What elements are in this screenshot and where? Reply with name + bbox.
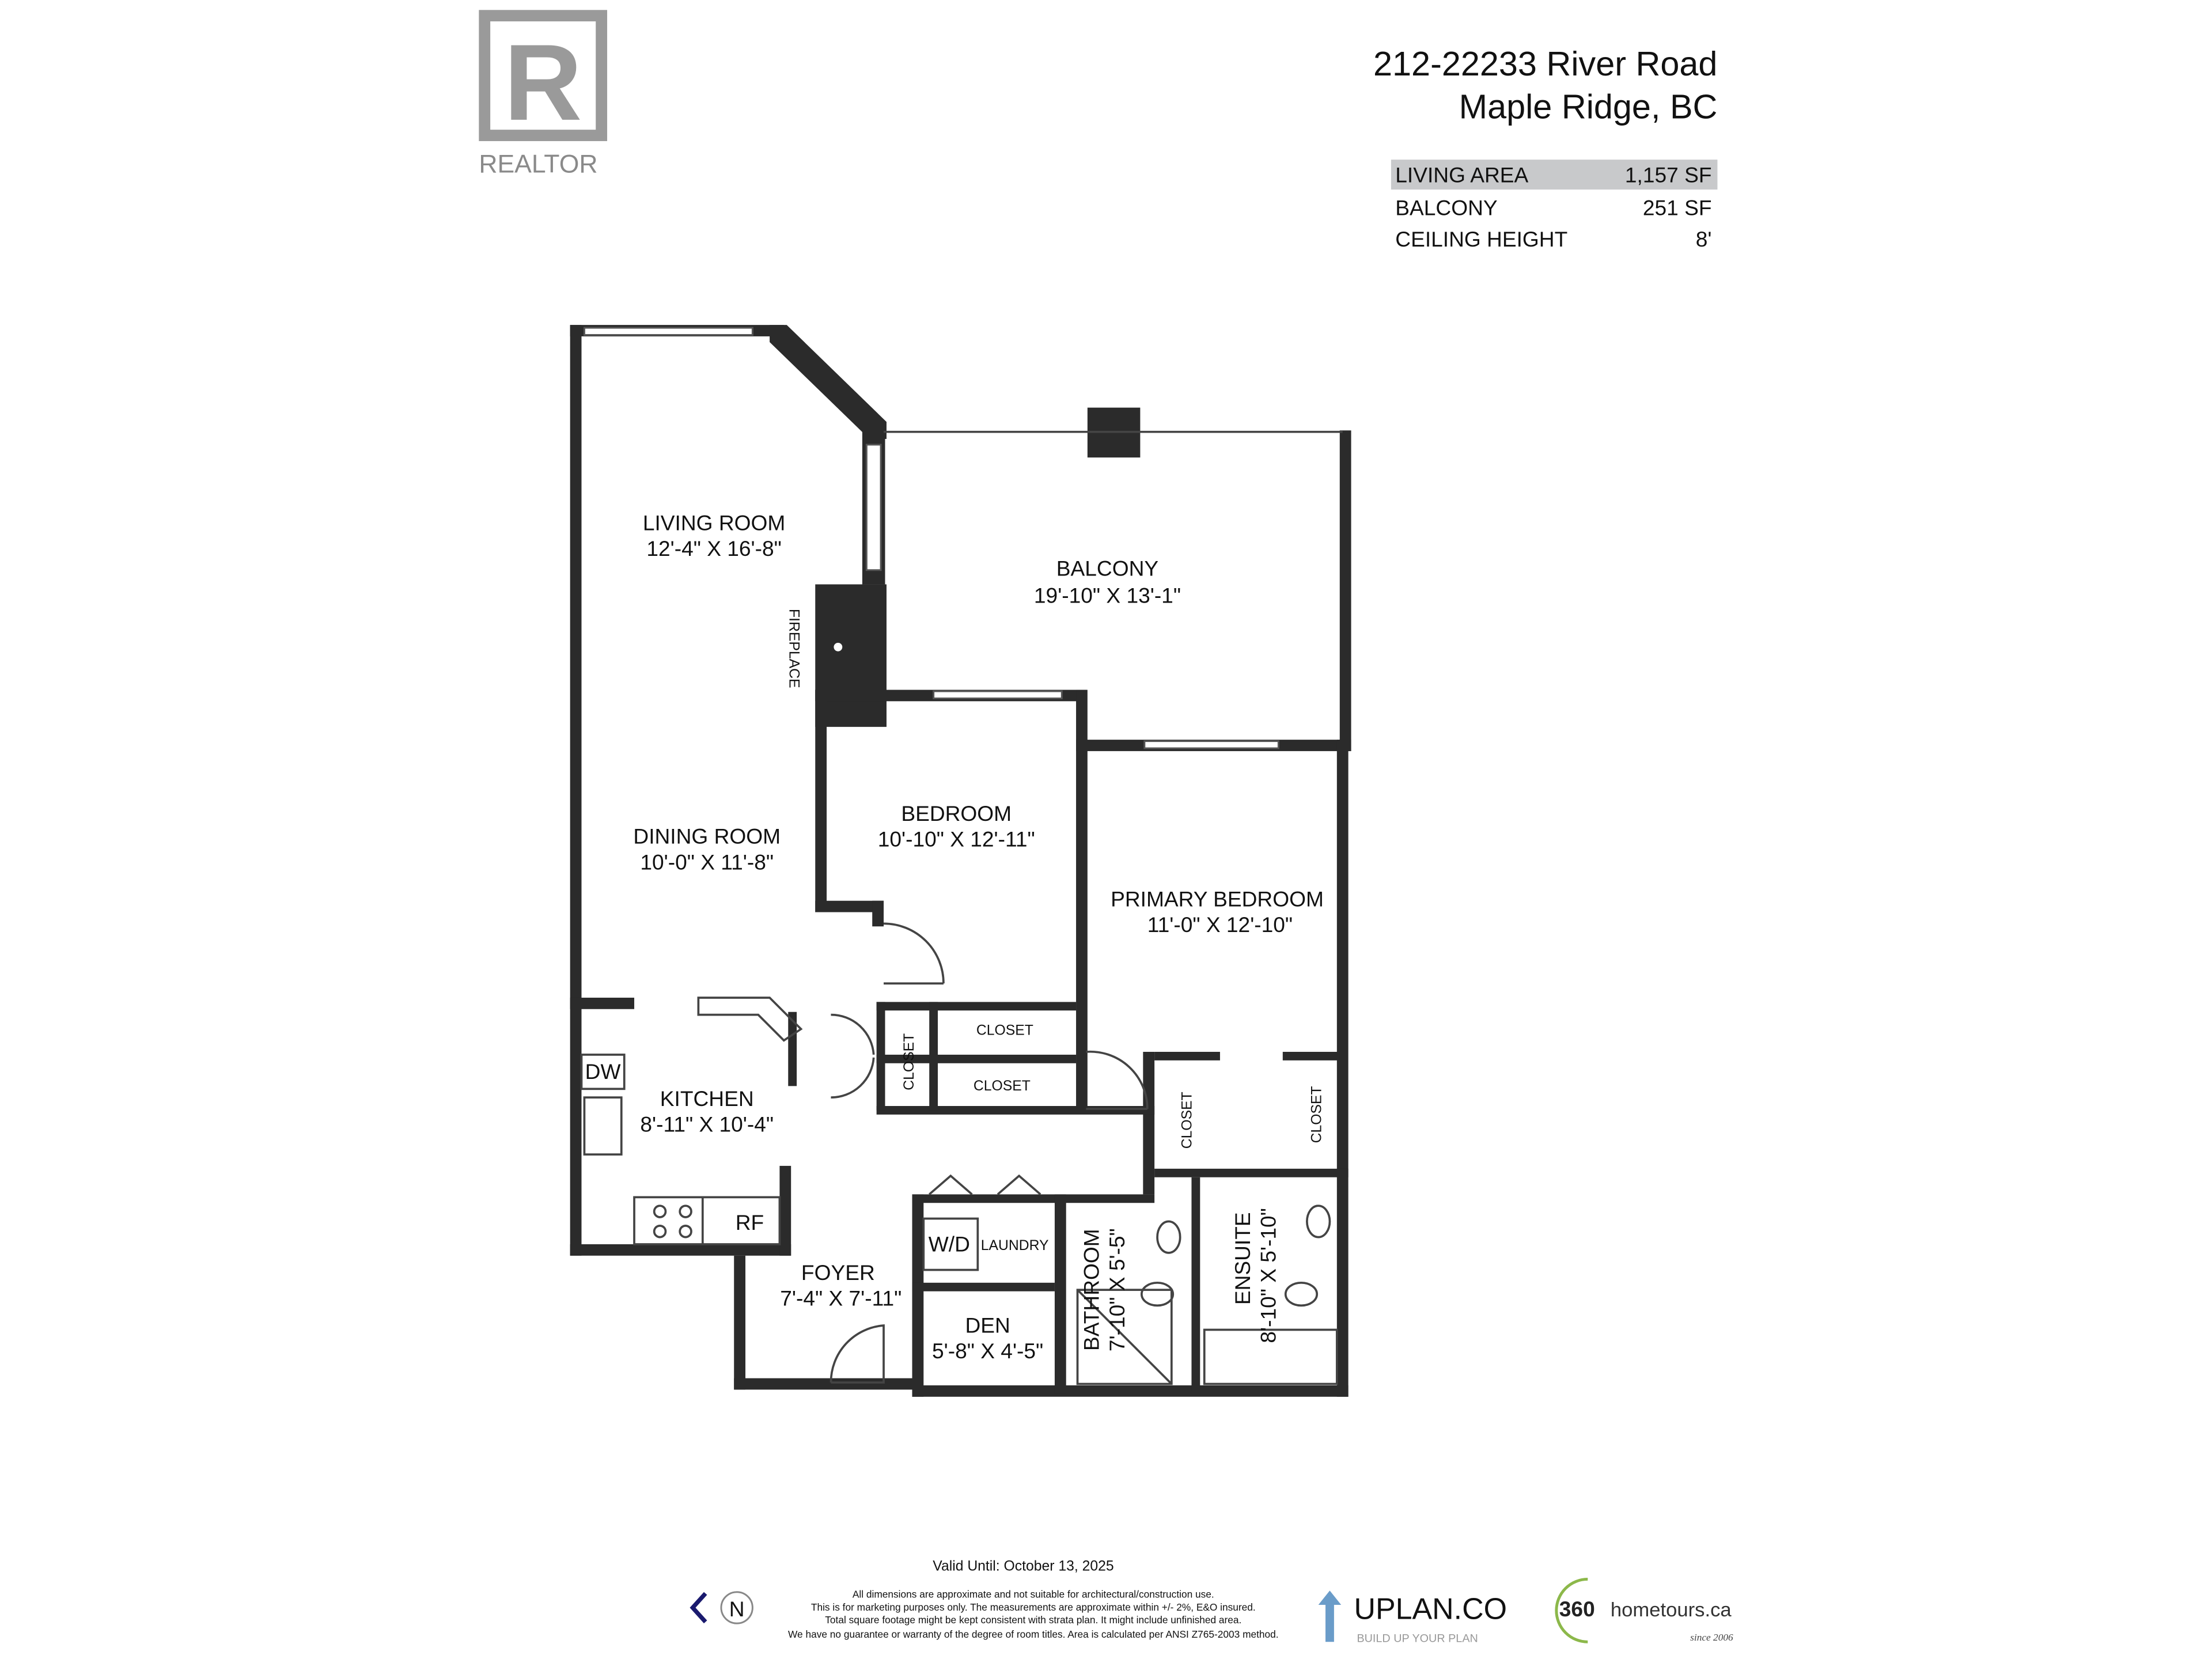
fireplace-icon bbox=[834, 642, 843, 652]
room-dims-balcony: 19'-10" X 13'-1" bbox=[1034, 584, 1181, 608]
realtor-logo-text: REALTOR bbox=[479, 150, 597, 178]
disclaimer-line: Total square footage might be kept consi… bbox=[825, 1614, 1241, 1626]
room-dims-living: 12'-4" X 16'-8" bbox=[646, 536, 781, 560]
room-dims-dining: 10'-0" X 11'-8" bbox=[640, 850, 774, 874]
laundry-label: LAUNDRY bbox=[981, 1238, 1049, 1253]
valid-until: Valid Until: October 13, 2025 bbox=[933, 1559, 1113, 1574]
room-dims-bathroom: 7'-10" X 5'-5" bbox=[1105, 1228, 1129, 1351]
address-line-2: Maple Ridge, BC bbox=[1459, 87, 1718, 126]
room-name-dining: DINING ROOM bbox=[633, 824, 781, 849]
room-dims-bedroom: 10'-10" X 12'-11" bbox=[878, 827, 1035, 851]
room-name-living: LIVING ROOM bbox=[643, 510, 785, 535]
uplan-name: UPLAN.CO bbox=[1354, 1593, 1508, 1626]
uplan-logo: UPLAN.CO BUILD UP YOUR PLAN bbox=[1318, 1590, 1508, 1645]
stat-value: 251 SF bbox=[1643, 196, 1712, 220]
washer-dryer-label: W/D bbox=[929, 1232, 970, 1256]
room-dims-kitchen: 8'-11" X 10'-4" bbox=[640, 1112, 774, 1137]
room-dims-foyer: 7'-4" X 7'-11" bbox=[780, 1286, 902, 1310]
living-area-highlight bbox=[1391, 160, 1718, 190]
closet-label: CLOSET bbox=[902, 1033, 917, 1090]
room-name-balcony: BALCONY bbox=[1056, 556, 1158, 581]
stat-label: BALCONY bbox=[1395, 196, 1497, 220]
stat-label: CEILING HEIGHT bbox=[1395, 227, 1567, 251]
closet-label: CLOSET bbox=[1309, 1086, 1325, 1143]
room-name-bedroom: BEDROOM bbox=[901, 801, 1012, 825]
stats-table: LIVING AREA 1,157 SF BALCONY 251 SF CEIL… bbox=[1395, 163, 1711, 251]
fridge-label: RF bbox=[736, 1210, 764, 1234]
stat-label: LIVING AREA bbox=[1395, 163, 1528, 187]
closet-label: CLOSET bbox=[974, 1078, 1031, 1094]
hometours-name: hometours.ca bbox=[1611, 1599, 1732, 1621]
compass-north: N bbox=[729, 1597, 745, 1621]
windows bbox=[583, 327, 1343, 749]
fireplace-label: FIREPLACE bbox=[786, 609, 802, 688]
kitchen-fixtures bbox=[580, 997, 1338, 1385]
hometours-number: 360 bbox=[1559, 1597, 1595, 1621]
compass-icon bbox=[720, 1591, 753, 1624]
dishwasher-label: DW bbox=[585, 1059, 621, 1084]
room-name-den: DEN bbox=[965, 1313, 1010, 1337]
realtor-logo: R REALTOR bbox=[479, 10, 608, 178]
disclaimer-line: This is for marketing purposes only. The… bbox=[811, 1601, 1256, 1613]
uplan-tagline: BUILD UP YOUR PLAN bbox=[1357, 1632, 1478, 1645]
doors[interactable] bbox=[830, 922, 1149, 1384]
room-dims-ensuite: 8'-10" X 5'-10" bbox=[1256, 1208, 1280, 1343]
room-name-ensuite: ENSUITE bbox=[1230, 1212, 1255, 1305]
stat-value: 8' bbox=[1696, 227, 1712, 251]
room-name-kitchen: KITCHEN bbox=[660, 1086, 754, 1111]
closet-label: CLOSET bbox=[976, 1022, 1033, 1038]
disclaimer-line: We have no guarantee or warranty of the … bbox=[788, 1628, 1279, 1640]
closet-label: CLOSET bbox=[1179, 1092, 1195, 1149]
hometours-logo: 360 hometours.ca since 2006 bbox=[1555, 1577, 1733, 1643]
room-name-primary: PRIMARY BEDROOM bbox=[1111, 887, 1324, 911]
room-dims-den: 5'-8" X 4'-5" bbox=[932, 1339, 1043, 1363]
hometours-since: since 2006 bbox=[1690, 1632, 1733, 1643]
stat-value: 1,157 SF bbox=[1625, 163, 1712, 187]
address-line-1: 212-22233 River Road bbox=[1373, 44, 1717, 83]
disclaimer-line: All dimensions are approximate and not s… bbox=[853, 1589, 1214, 1600]
realtor-logo-mark: R bbox=[504, 22, 582, 143]
room-name-bathroom: BATHROOM bbox=[1080, 1229, 1104, 1351]
compass-arrow-icon bbox=[690, 1592, 707, 1624]
room-dims-primary: 11'-0" X 12'-10" bbox=[1147, 912, 1293, 937]
room-name-foyer: FOYER bbox=[801, 1260, 875, 1285]
